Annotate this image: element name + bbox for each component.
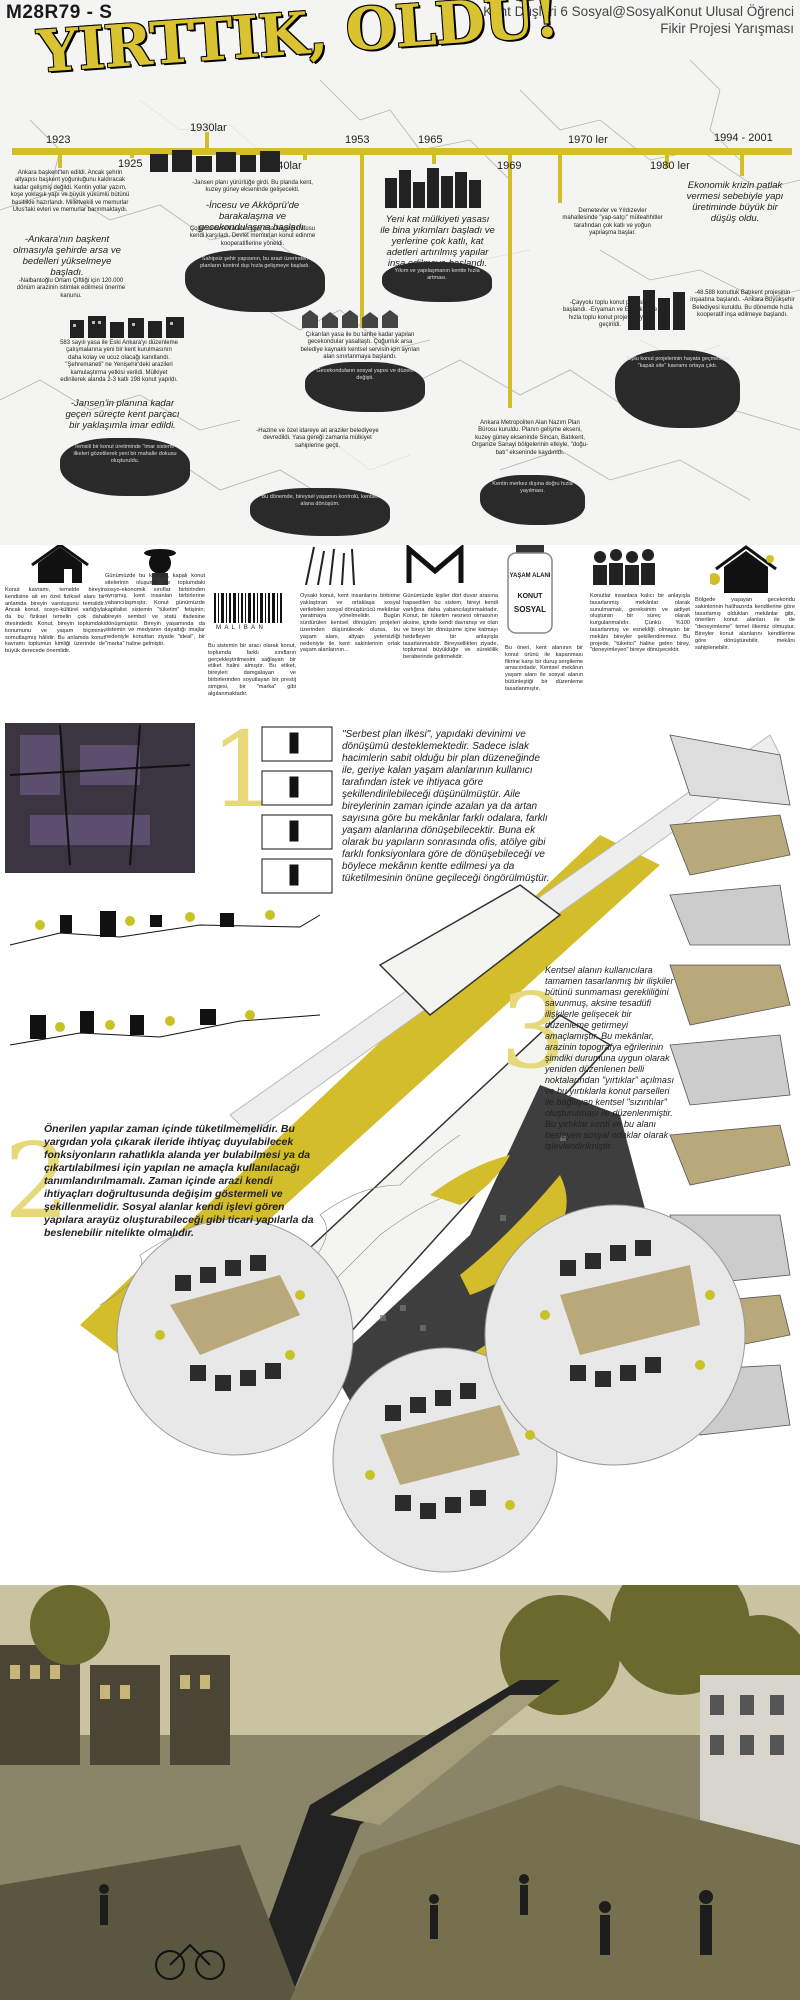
note-1930b: -İncesu ve Akköprü'de barakalaşma ve gec… — [198, 200, 307, 233]
jar-icon — [507, 545, 553, 634]
timeline-drop — [432, 148, 436, 164]
step-number-1: 1 — [210, 715, 277, 831]
note-1980: Ekonomik krizin patlak vermesi sebebiyle… — [686, 180, 784, 224]
floor-plans — [261, 726, 333, 894]
timeline-drop — [130, 148, 134, 158]
note-1965-dark: Yıkım ve yapılaşmanın kentte hızla artma… — [382, 262, 492, 302]
timeline-drop — [205, 132, 209, 154]
year-1994: 1994 - 2001 — [714, 132, 773, 144]
note-1965b-dark: Bu dönemde, bireysel yaşamın kontrolü, k… — [250, 488, 390, 536]
plan-drawing — [5, 723, 791, 1573]
note-1923: Ankara başkent'ten edildi. Ancak şehrin … — [10, 170, 130, 214]
timeline-header: M28R79 - S Kent Düşleri 6 Sosyal@SosyalK… — [0, 0, 800, 545]
timeline-drop — [360, 148, 364, 328]
skyline-1925 — [70, 316, 184, 338]
note-1930c: Çoğunlukla Ankaranın yeni dışa kaydığı n… — [189, 226, 316, 247]
note-1925-dark: Temsili bir konut üretiminde "imar siste… — [60, 438, 190, 496]
strip-text-5: Günümüzde kişiler dört duvar arasına hap… — [403, 593, 498, 661]
render-drawing — [0, 1585, 800, 2000]
timeline-drop — [740, 148, 744, 176]
strip-text-2: Günümüzde bu kavram, kapalı konut sitele… — [105, 573, 205, 647]
competition-title: Kent Düşleri 6 Sosyal@SosyalKonut Ulusal… — [483, 4, 794, 36]
person-icon — [144, 549, 176, 585]
note-1965: Yeni kat mülkiyeti yasası ile bina yıkım… — [380, 214, 495, 269]
strip-text-6: Bu öneri, kent alanının bir konut ürünü … — [505, 645, 583, 692]
timeline-drop — [508, 148, 512, 408]
crowd-icon — [593, 549, 655, 585]
master-plan: 1 2 3 "Serbest plan ilkesi", yapıdaki de… — [0, 715, 800, 1585]
crack-pattern — [0, 59, 800, 501]
year-1965: 1965 — [418, 134, 443, 146]
note-1953: Çıkarılan yasa ile bu tarihe kadar yapıl… — [300, 332, 420, 361]
strip-text-7: Konutlar insanlara kalıcı bir anlayışla … — [590, 593, 690, 654]
note-1994-dark: Toplu konut projelerinin hayata geçmesiy… — [615, 350, 740, 428]
skyline-1994 — [628, 290, 685, 330]
note-1925: 583 sayılı yasa ile Eski Ankara'yı düzen… — [60, 340, 178, 384]
house-yellow-icon — [710, 545, 777, 593]
note-1925b: -Jansen'in planına kadar geçen süreçte k… — [65, 398, 180, 431]
timeline-drop — [58, 148, 62, 168]
concept-strip: M A L I B A N YAŞAM ALANI KONUT SOSYAL K… — [0, 545, 800, 715]
strip-text-3: Bu sistemin bir aracı olarak konut, topl… — [208, 643, 296, 697]
plan-text-1: "Serbest plan ilkesi", yapıdaki devinimi… — [342, 729, 550, 884]
note-1930-dark: Sahipsiz şehir yapısının, bu arazi üzeri… — [185, 250, 325, 312]
year-1925: 1925 — [118, 158, 143, 170]
perspective-render — [0, 1585, 800, 2000]
plan-text-2: Önerilen yapılar zaman içinde tüketilmem… — [44, 1123, 314, 1239]
note-1923c: -Nalbantoğlu Ortam Çiftliği için 120.000… — [16, 278, 126, 299]
note-1970: Demetevler ve Yıldızevler mahallesinde "… — [562, 208, 663, 237]
note-1970b: -Çayyolu toplu konut projesine başlandı.… — [562, 300, 658, 329]
skyline-1965 — [385, 168, 481, 208]
jar-label-2: KONUT — [517, 593, 543, 600]
year-1953: 1953 — [345, 134, 370, 146]
year-1969: 1969 — [497, 160, 522, 172]
barcode-icon — [214, 593, 282, 623]
strip-text-1: Konut kavramı, temelde bireyin kendisine… — [5, 587, 105, 655]
timeline-drop — [303, 148, 307, 160]
strip-text-8: Bölgede yaşayan gecekondu sakinlerinin h… — [695, 597, 795, 651]
note-1923b: -Ankara'nın başkent olmasıyla şehirde ar… — [13, 234, 121, 278]
year-1930: 1930lar — [190, 122, 227, 134]
demolition-icon — [305, 546, 355, 585]
year-1970: 1970 ler — [568, 134, 608, 146]
note-1965b: -Hazine ve özel idareye ait araziler bel… — [256, 428, 379, 449]
section-drawings — [9, 910, 321, 1046]
plan-text-3: Kentsel alanın kullanıcılara tamamen tas… — [545, 965, 674, 1151]
strip-text-4: Oysaki konut, kent insanlarını birbirine… — [300, 593, 400, 654]
note-1953-dark: Gecekonduların sosyal yapısı ve düzeni d… — [305, 362, 425, 412]
project-code: M28R79 - S — [6, 2, 113, 23]
step-number-3: 3 — [500, 970, 567, 1092]
note-1930: -Jansen planı yürürlüğe girdi. Bu planda… — [192, 180, 313, 194]
barcode-label: M A L I B A N — [216, 625, 264, 631]
note-1969: Ankara Metropoliten Alan Nazım Plan Büro… — [471, 420, 589, 456]
tear-shape — [240, 1680, 560, 2000]
skyline-1953 — [302, 310, 398, 328]
note-1994: -48.588 konutluk Batıkent projesinin inş… — [690, 290, 795, 319]
skyline-1930 — [150, 150, 280, 172]
step-number-2: 2 — [4, 1120, 71, 1242]
detail-circles — [116, 1204, 746, 1573]
year-1923: 1923 — [46, 134, 71, 146]
jar-label-3: SOSYAL — [513, 605, 547, 614]
timeline-drop — [665, 148, 669, 168]
year-1980: 1980 ler — [650, 160, 690, 172]
note-1969-dark: Kentin merkez dışına doğru hızla yayılma… — [480, 475, 585, 525]
timeline-bar — [12, 148, 792, 155]
jar-label-1: YAŞAM ALANI — [509, 573, 551, 579]
timeline-drop — [558, 148, 562, 203]
arrows-icon — [406, 545, 464, 583]
house-icon — [31, 545, 89, 583]
